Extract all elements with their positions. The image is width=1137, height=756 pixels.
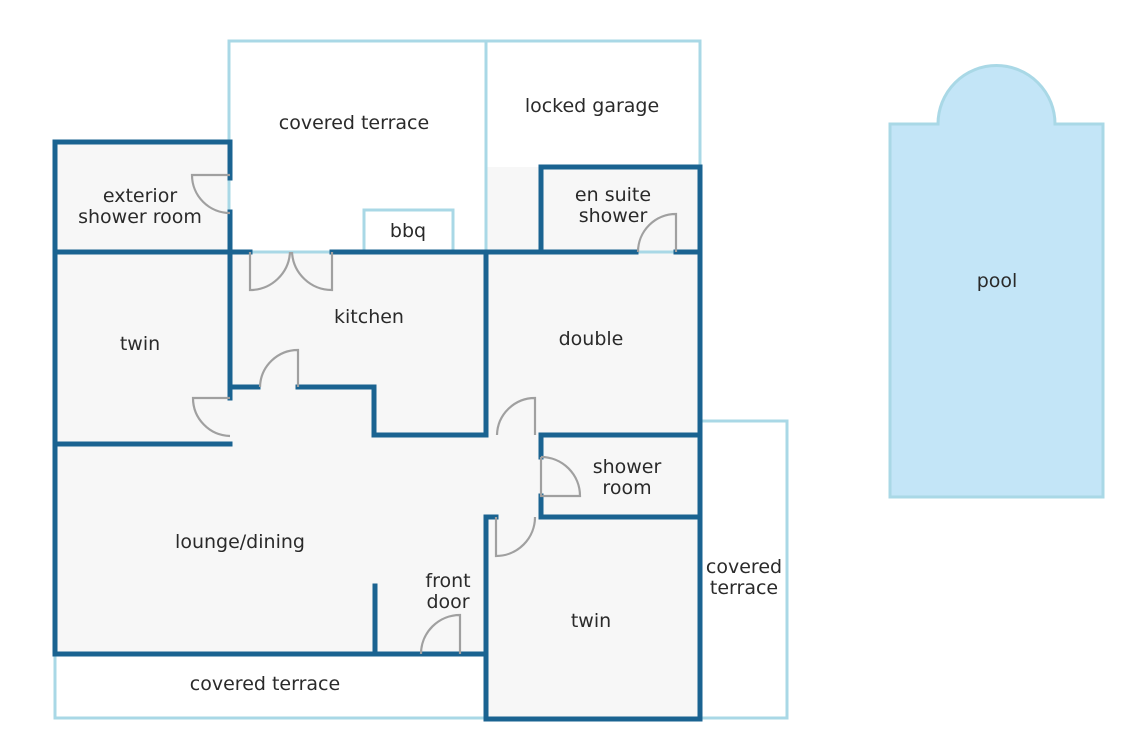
door-twin-left xyxy=(191,396,231,438)
doors xyxy=(190,173,678,655)
door-en-suite xyxy=(636,212,678,253)
label-covered-terrace-top: covered terrace xyxy=(279,112,429,134)
door-kitchen-lounge xyxy=(258,348,300,388)
label-locked-garage: locked garage xyxy=(525,95,659,117)
door-shower-room xyxy=(539,455,582,498)
label-exterior-shower-line2: shower room xyxy=(78,206,202,228)
door-double xyxy=(495,396,537,436)
label-pool: pool xyxy=(977,270,1018,292)
label-covered-terrace-right-line2: terrace xyxy=(710,577,778,599)
label-exterior-shower-line1: exterior xyxy=(103,185,177,207)
door-kitchen-left-leaf xyxy=(248,251,292,292)
door-twin-right xyxy=(494,516,537,558)
door-front xyxy=(419,613,462,655)
label-en-suite-line1: en suite xyxy=(575,184,651,206)
covered-terrace-bottom-outline xyxy=(53,654,486,720)
pool-shape xyxy=(888,64,1105,499)
label-bbq: bbq xyxy=(390,220,426,242)
covered-terrace-right-outline xyxy=(700,419,789,720)
label-covered-terrace-bottom: covered terrace xyxy=(190,673,340,695)
label-front-door-line1: front xyxy=(425,570,470,592)
door-exterior-shower xyxy=(190,173,231,215)
label-en-suite-line2: shower xyxy=(579,205,648,227)
label-lounge-dining: lounge/dining xyxy=(175,531,305,553)
walls xyxy=(52,139,703,722)
door-kitchen-right-leaf xyxy=(290,251,334,292)
label-shower-room-line2: room xyxy=(602,477,651,499)
interior-floor xyxy=(55,142,700,719)
label-front-door-line2: door xyxy=(426,591,469,613)
label-double: double xyxy=(559,328,624,350)
label-covered-terrace-right-line1: covered xyxy=(706,556,782,578)
label-kitchen: kitchen xyxy=(334,306,404,328)
label-shower-room-line1: shower xyxy=(593,456,662,478)
label-twin-right: twin xyxy=(571,610,611,632)
label-twin-left: twin xyxy=(120,333,160,355)
